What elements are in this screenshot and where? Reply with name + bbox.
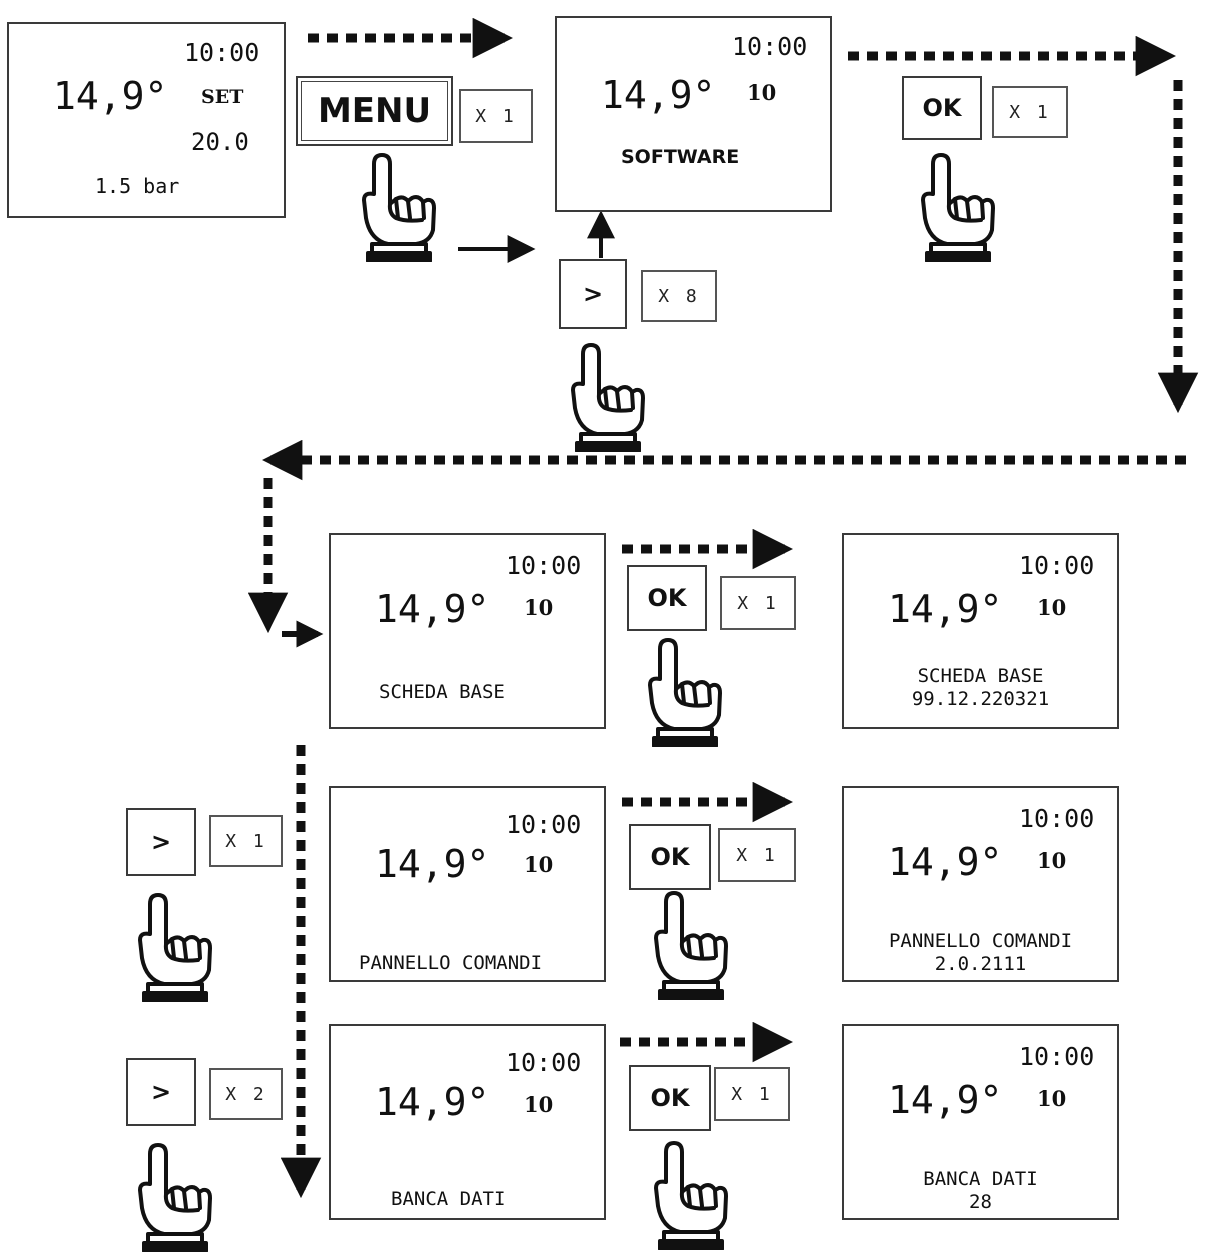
result-version: 99.12.220321 (911, 688, 1050, 710)
screen-value: 10 (1037, 1086, 1067, 1111)
next-button[interactable]: > (126, 808, 196, 876)
pointing-hand-icon (138, 893, 212, 1002)
banca-dati-screen: 10:00 14,9° 10 BANCA DATI (329, 1024, 606, 1220)
screen-label: BANCA DATI (391, 1188, 506, 1210)
set-value: 20.0 (191, 128, 249, 156)
screen-temperature: 14,9° (601, 73, 716, 117)
pointing-hand-icon (654, 1141, 728, 1250)
pointing-hand-icon (571, 343, 645, 452)
next-button[interactable]: > (559, 259, 627, 329)
screen-time: 10:00 (506, 1048, 582, 1077)
pointing-hand-icon (138, 1143, 212, 1252)
screen-label: PANNELLO COMANDI (359, 952, 543, 974)
screen-time: 10:00 (1019, 551, 1095, 580)
screen-value: 10 (524, 595, 554, 620)
screen-temperature: 14,9° (375, 587, 490, 631)
screen-value: 10 (747, 80, 777, 105)
screen-temperature: 14,9° (888, 1078, 1003, 1122)
result-version: 28 (969, 1191, 992, 1213)
screen-temperature: 14,9° (53, 74, 168, 118)
screen-time: 10:00 (1019, 804, 1095, 833)
screen-time: 10:00 (506, 810, 582, 839)
screen-time: 10:00 (732, 32, 808, 61)
ok-multiplier: X 1 (714, 1067, 790, 1121)
screen-time: 10:00 (506, 551, 582, 580)
pointing-hand-icon (654, 891, 728, 1000)
screen-label: SOFTWARE (621, 146, 740, 168)
result-label: BANCA DATI (923, 1168, 1038, 1190)
ok-button[interactable]: OK (629, 1065, 711, 1131)
menu-button[interactable]: MENU (296, 76, 453, 146)
next-multiplier: X 1 (209, 815, 283, 867)
result-label: PANNELLO COMANDI (888, 930, 1073, 952)
pointing-hand-icon (648, 638, 722, 747)
ok-button[interactable]: OK (629, 824, 711, 890)
pannello-comandi-result-screen: 10:00 14,9° 10 PANNELLO COMANDI 2.0.2111 (842, 786, 1119, 982)
screen-value: 10 (524, 1092, 554, 1117)
ok-multiplier: X 1 (718, 828, 796, 882)
pointing-hand-icon (921, 153, 995, 262)
initial-screen: 10:00 14,9° SET 20.0 1.5 bar (7, 22, 286, 218)
pannello-comandi-screen: 10:00 14,9° 10 PANNELLO COMANDI (329, 786, 606, 982)
pressure-reading: 1.5 bar (95, 174, 180, 198)
ok-button[interactable]: OK (902, 76, 982, 140)
software-screen: 10:00 14,9° 10 SOFTWARE (555, 16, 832, 212)
scheda-base-screen: 10:00 14,9° 10 SCHEDA BASE (329, 533, 606, 729)
ok-button[interactable]: OK (627, 565, 707, 631)
next-button[interactable]: > (126, 1058, 196, 1126)
screen-time: 10:00 (1019, 1042, 1095, 1071)
result-label: SCHEDA BASE (917, 665, 1044, 687)
next-multiplier: X 2 (209, 1068, 283, 1120)
pointing-hand-icon (362, 153, 436, 262)
set-label: SET (201, 86, 244, 108)
screen-label: SCHEDA BASE (379, 681, 505, 703)
menu-multiplier: X 1 (459, 89, 533, 143)
screen-value: 10 (1037, 848, 1067, 873)
screen-temperature: 14,9° (888, 587, 1003, 631)
result-version: 2.0.2111 (934, 953, 1027, 975)
screen-temperature: 14,9° (375, 842, 490, 886)
ok-multiplier: X 1 (992, 86, 1068, 138)
ok-multiplier: X 1 (720, 576, 796, 630)
banca-dati-result-screen: 10:00 14,9° 10 BANCA DATI 28 (842, 1024, 1119, 1220)
screen-temperature: 14,9° (375, 1080, 490, 1124)
next-multiplier: X 8 (641, 270, 717, 322)
screen-value: 10 (1037, 595, 1067, 620)
screen-value: 10 (524, 852, 554, 877)
screen-time: 10:00 (184, 38, 260, 67)
scheda-base-result-screen: 10:00 14,9° 10 SCHEDA BASE 99.12.220321 (842, 533, 1119, 729)
screen-temperature: 14,9° (888, 840, 1003, 884)
